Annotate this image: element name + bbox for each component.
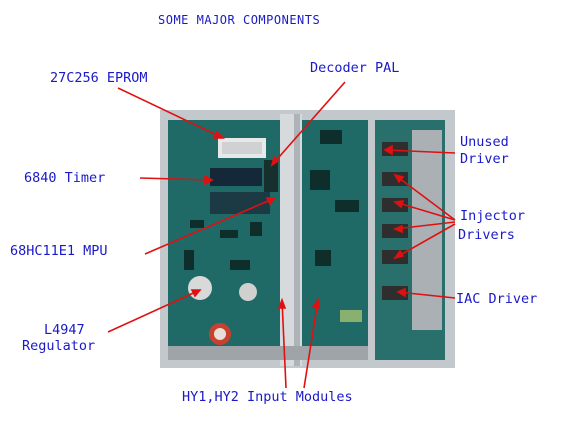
mpu-arrow [144, 197, 276, 255]
mpu-chip [210, 192, 270, 214]
injector-arrow-1 [394, 174, 456, 221]
input-arrow-2 [303, 299, 319, 389]
label-regulator-line2: Regulator [22, 338, 96, 354]
diagram-title: SOME MAJOR COMPONENTS [158, 13, 321, 27]
label-timer: 6840 Timer [24, 170, 106, 186]
injector-driver-1 [382, 172, 408, 186]
label-injector-line2: Drivers [458, 227, 515, 243]
label-regulator-line1: L4947 [44, 322, 85, 338]
unused-driver-arrow [384, 149, 456, 154]
injector-arrow-4 [394, 223, 456, 259]
label-unused-line1: Unused [460, 134, 509, 150]
label-unused-line2: Driver [460, 151, 509, 167]
label-decoder-pal: Decoder PAL [310, 60, 400, 76]
label-mpu: 68HC11E1 MPU [10, 243, 108, 259]
injector-arrow-2 [394, 201, 456, 221]
label-eprom: 27C256 EPROM [50, 70, 148, 86]
ecu-board-photo [160, 110, 455, 368]
iac-driver-chip [382, 286, 408, 300]
decoder-arrow [271, 81, 346, 166]
timer-chip [210, 168, 262, 186]
decoder-chip [264, 160, 278, 192]
label-input-modules: HY1,HY2 Input Modules [182, 389, 353, 405]
input-arrow-1 [281, 299, 287, 389]
regulator-arrow [107, 289, 201, 333]
injector-arrow-3 [394, 221, 456, 230]
label-injector-line1: Injector [460, 208, 526, 224]
timer-arrow [139, 177, 213, 181]
eprom-arrow [117, 87, 224, 139]
label-iac-driver: IAC Driver [456, 291, 538, 307]
iac-arrow [397, 291, 456, 299]
